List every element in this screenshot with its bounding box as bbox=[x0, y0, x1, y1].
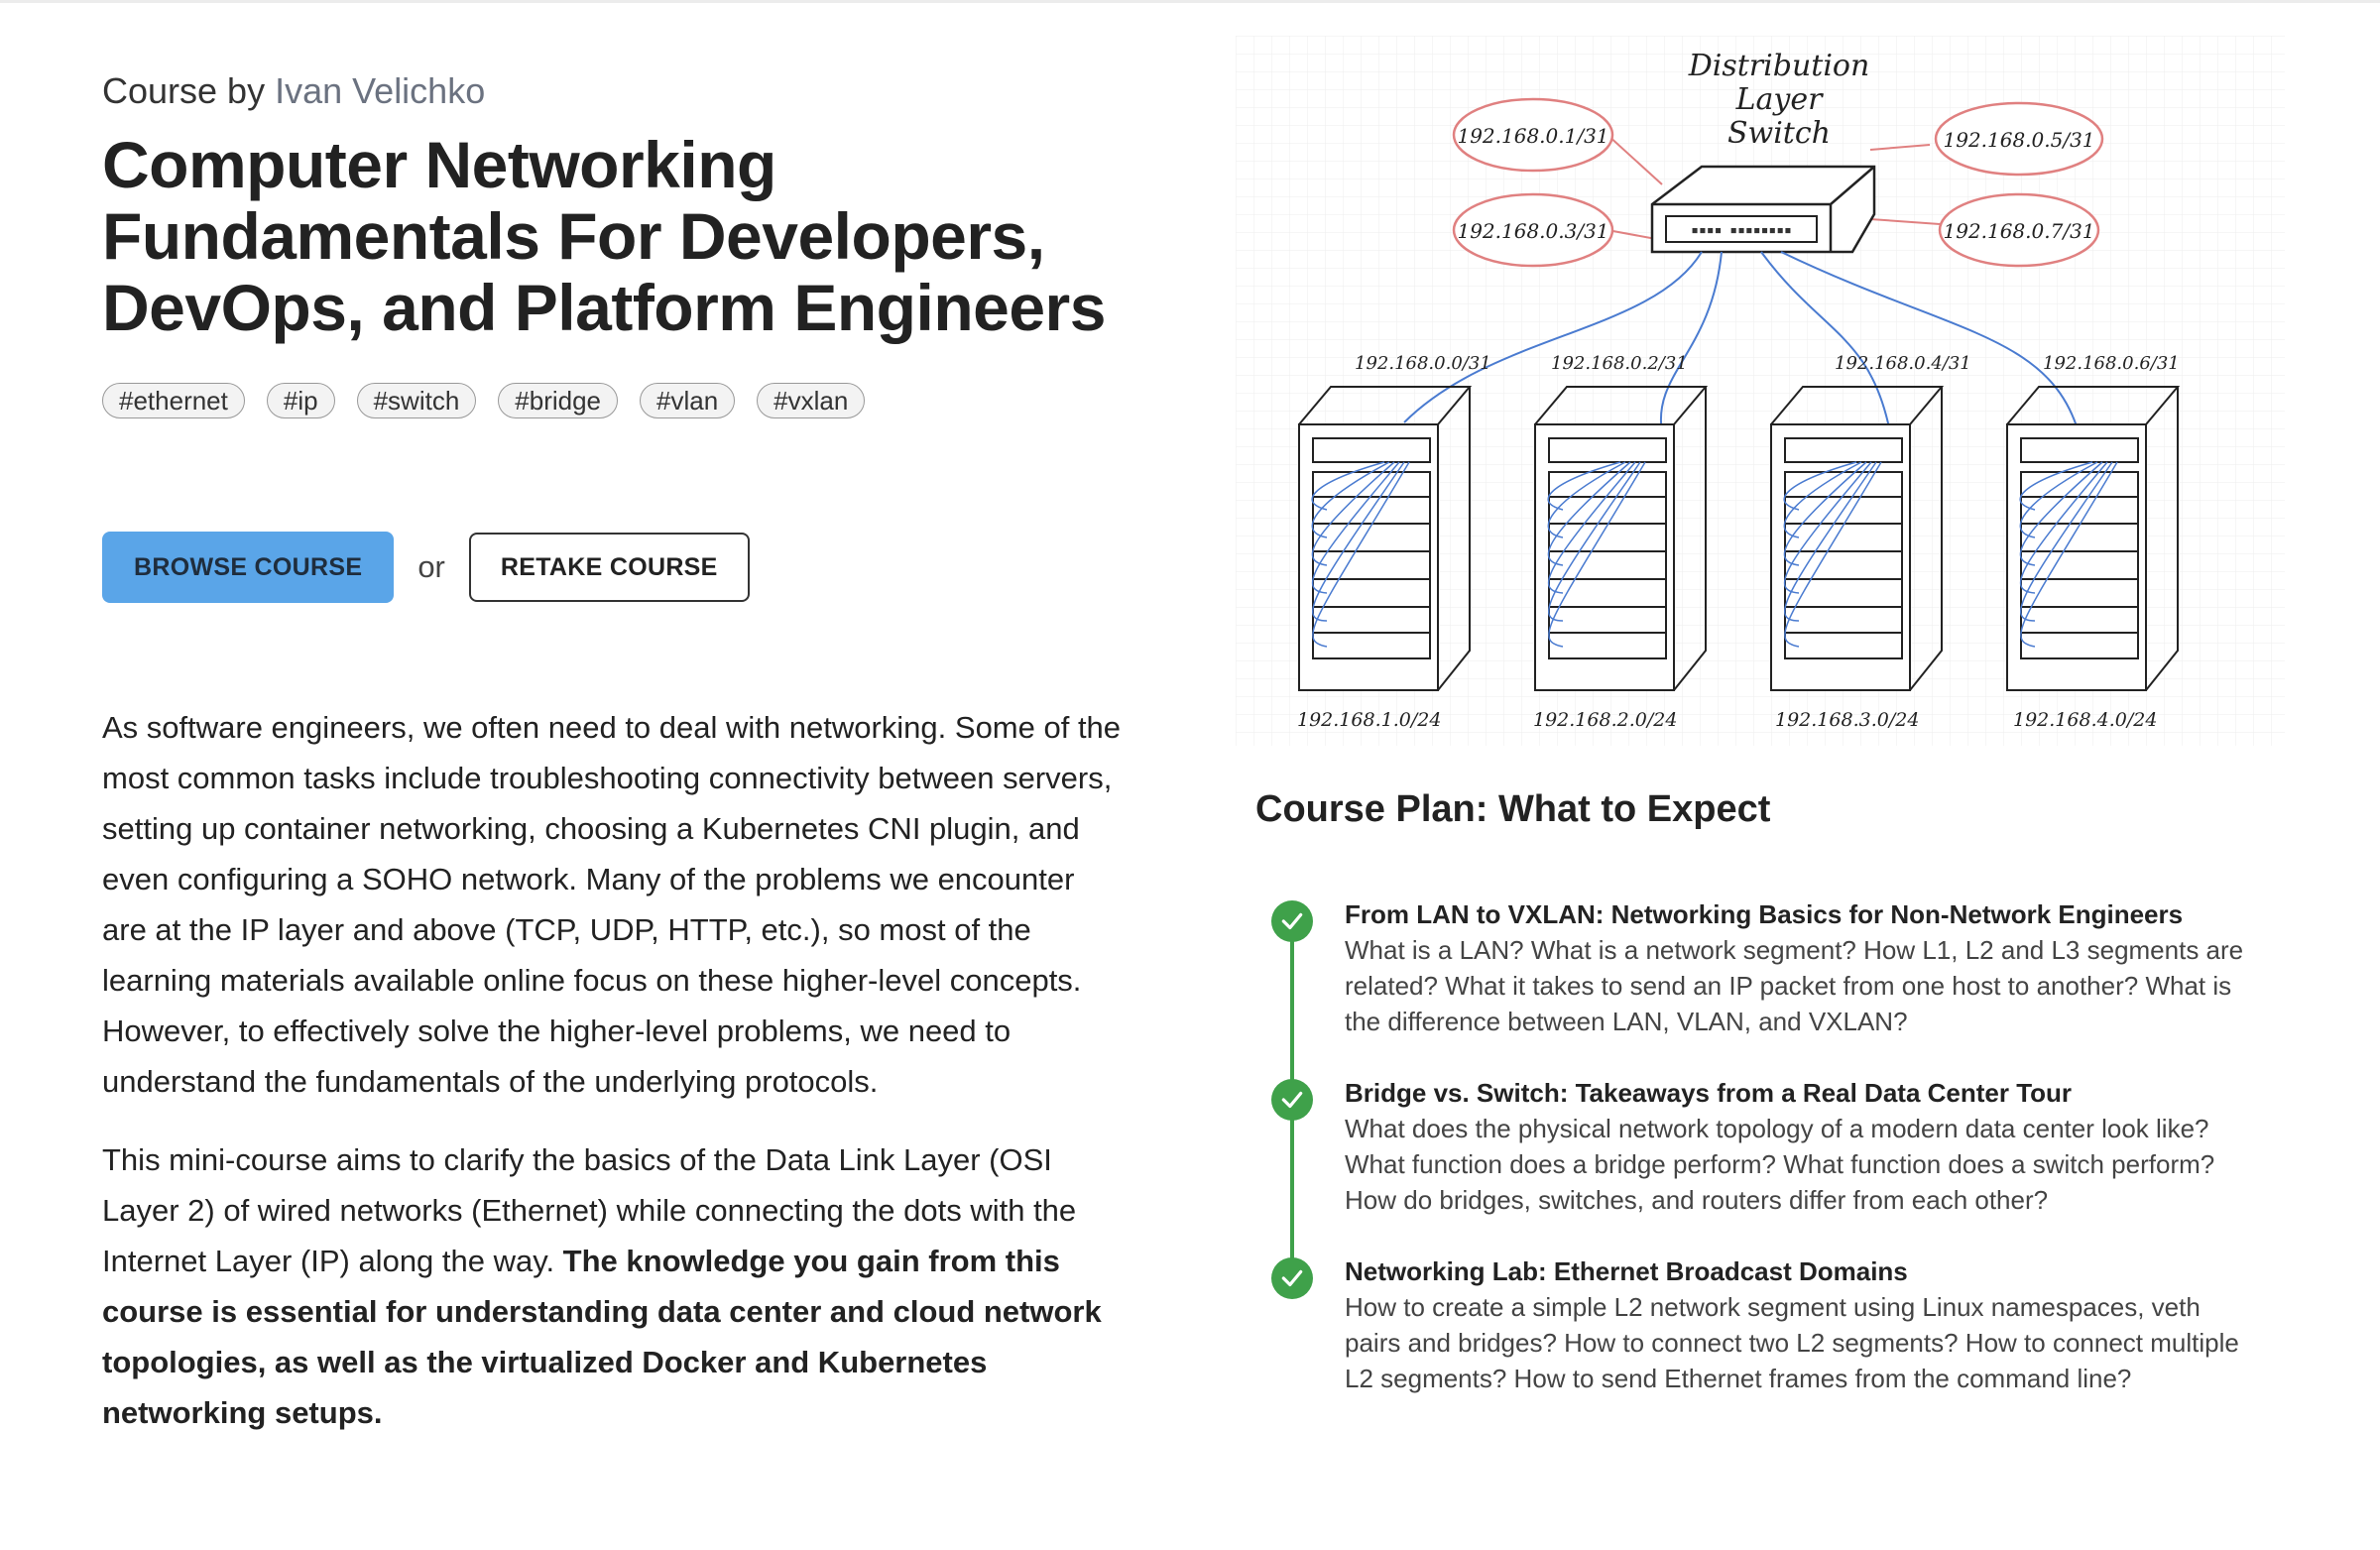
network-diagram: Distribution Layer Switch 192.168.0.1/31… bbox=[1236, 36, 2285, 746]
course-plan-list: From LAN to VXLAN: Networking Basics for… bbox=[1255, 896, 2247, 1396]
uplink-lines bbox=[1606, 134, 1941, 240]
course-byline: Course by Ivan Velichko bbox=[102, 67, 1124, 115]
uplink-cloud-3: 192.168.0.5/31 bbox=[1934, 101, 2104, 177]
svg-text:▪▪▪▪ ▪▪▪▪▪▪▪▪: ▪▪▪▪ ▪▪▪▪▪▪▪▪ bbox=[1691, 223, 1792, 238]
plan-item-title[interactable]: Networking Lab: Ethernet Broadcast Domai… bbox=[1345, 1256, 1908, 1286]
plan-item-description: What does the physical network topology … bbox=[1345, 1114, 2215, 1215]
rack-subnet-2: 192.168.2.0/24 bbox=[1533, 709, 1677, 731]
check-icon bbox=[1271, 900, 1313, 942]
plan-item-title[interactable]: From LAN to VXLAN: Networking Basics for… bbox=[1345, 899, 2184, 929]
description-paragraph-2: This mini-course aims to clarify the bas… bbox=[102, 1134, 1124, 1438]
check-icon bbox=[1271, 1079, 1313, 1121]
description-p2-plain: This mini-course aims to clarify the bas… bbox=[102, 1142, 1077, 1278]
course-actions: BROWSE COURSE or RETAKE COURSE bbox=[102, 532, 1124, 603]
server-rack-1 bbox=[1298, 386, 1473, 691]
course-plan: Course Plan: What to Expect From LAN to … bbox=[1255, 783, 2247, 1432]
plan-item-2[interactable]: Bridge vs. Switch: Takeaways from a Real… bbox=[1255, 1075, 2247, 1218]
retake-course-button[interactable]: RETAKE COURSE bbox=[468, 533, 750, 602]
tag-ip[interactable]: #ip bbox=[266, 383, 335, 418]
server-rack-4 bbox=[2006, 386, 2181, 691]
rack-subnet-4: 192.168.4.0/24 bbox=[2013, 709, 2157, 731]
uplink-subnet-1: 192.168.0.1/31 bbox=[1457, 124, 1608, 148]
rack-subnet-3: 192.168.3.0/24 bbox=[1775, 709, 1919, 731]
course-title: Computer Networking Fundamentals For Dev… bbox=[102, 128, 1106, 344]
tag-list: #ethernet #ip #switch #bridge #vlan #vxl… bbox=[102, 383, 1124, 418]
description-paragraph-1: As software engineers, we often need to … bbox=[102, 710, 1122, 1099]
rack-link-subnet-1: 192.168.0.0/31 bbox=[1355, 353, 1491, 374]
course-description: As software engineers, we often need to … bbox=[102, 702, 1124, 1438]
rack-cabling bbox=[1311, 461, 2118, 648]
author-name[interactable]: Ivan Velichko bbox=[275, 70, 486, 111]
plan-item-3[interactable]: Networking Lab: Ethernet Broadcast Domai… bbox=[1255, 1253, 2247, 1396]
uplink-cloud-2: 192.168.0.3/31 bbox=[1452, 192, 1614, 268]
tag-ethernet[interactable]: #ethernet bbox=[102, 383, 245, 418]
tag-vxlan[interactable]: #vxlan bbox=[757, 383, 866, 418]
distribution-switch: ▪▪▪▪ ▪▪▪▪▪▪▪▪ bbox=[1650, 165, 1876, 254]
plan-item-1[interactable]: From LAN to VXLAN: Networking Basics for… bbox=[1255, 896, 2247, 1039]
switch-to-rack-cables bbox=[1403, 251, 2080, 433]
switch-label-line-3: Switch bbox=[1727, 116, 1831, 151]
rack-link-subnet-3: 192.168.0.4/31 bbox=[1835, 353, 1971, 374]
or-separator: or bbox=[417, 549, 445, 584]
plan-item-title[interactable]: Bridge vs. Switch: Takeaways from a Real… bbox=[1345, 1078, 2073, 1108]
tag-switch[interactable]: #switch bbox=[356, 383, 477, 418]
rack-link-subnet-2: 192.168.0.2/31 bbox=[1551, 353, 1688, 374]
uplink-subnet-2: 192.168.0.3/31 bbox=[1457, 219, 1608, 243]
browse-course-button[interactable]: BROWSE COURSE bbox=[102, 532, 395, 603]
course-header: Course by Ivan Velichko Computer Network… bbox=[102, 67, 1124, 1466]
tag-bridge[interactable]: #bridge bbox=[498, 383, 619, 418]
uplink-cloud-4: 192.168.0.7/31 bbox=[1938, 192, 2100, 268]
switch-label-line-1: Distribution bbox=[1688, 49, 1870, 83]
server-rack-3 bbox=[1770, 386, 1945, 691]
check-icon bbox=[1271, 1257, 1313, 1299]
uplink-subnet-4: 192.168.0.7/31 bbox=[1943, 219, 2094, 243]
course-plan-title: Course Plan: What to Expect bbox=[1255, 788, 1771, 830]
plan-item-description: What is a LAN? What is a network segment… bbox=[1345, 935, 2244, 1036]
uplink-subnet-3: 192.168.0.5/31 bbox=[1943, 128, 2094, 152]
plan-item-description: How to create a simple L2 network segmen… bbox=[1345, 1292, 2239, 1393]
byline-prefix: Course by bbox=[102, 70, 266, 111]
switch-label-line-2: Layer bbox=[1735, 82, 1825, 117]
top-divider bbox=[0, 0, 2380, 3]
uplink-cloud-1: 192.168.0.1/31 bbox=[1452, 97, 1614, 173]
rack-link-subnet-4: 192.168.0.6/31 bbox=[2043, 353, 2180, 374]
network-topology-svg: Distribution Layer Switch 192.168.0.1/31… bbox=[1236, 36, 2285, 746]
tag-vlan[interactable]: #vlan bbox=[640, 383, 736, 418]
server-rack-2 bbox=[1534, 386, 1709, 691]
description-p2-bold: The knowledge you gain from this course … bbox=[102, 1244, 1102, 1430]
rack-subnet-1: 192.168.1.0/24 bbox=[1297, 709, 1441, 731]
